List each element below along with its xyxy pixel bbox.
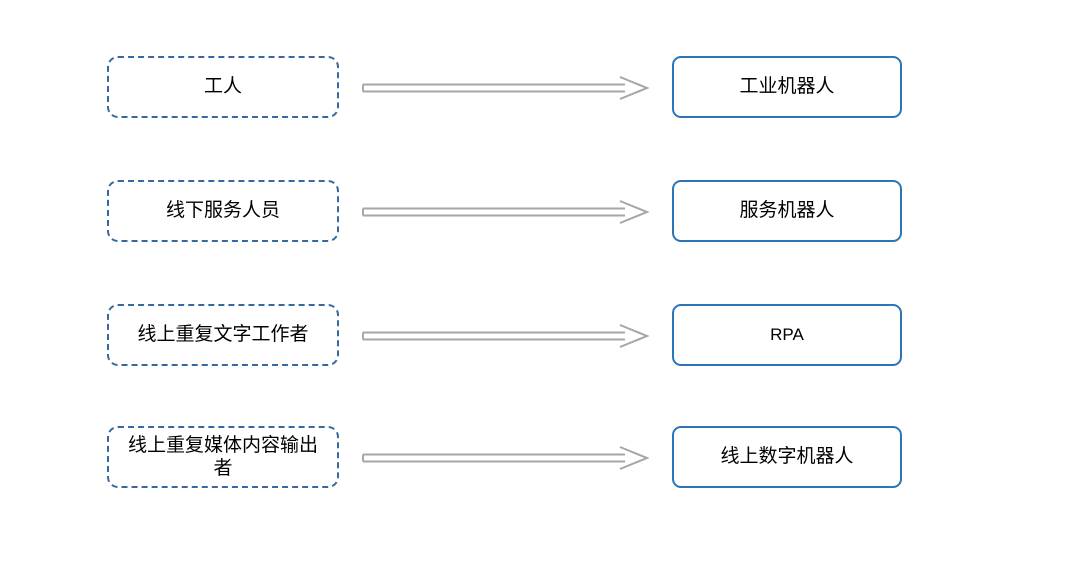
source-box: 线下服务人员	[107, 180, 339, 242]
mapping-row: 线下服务人员 服务机器人	[0, 180, 1068, 244]
source-label: 线上重复媒体内容输出者	[127, 434, 318, 479]
mapping-row: 线上重复媒体内容输出者 线上数字机器人	[0, 426, 1068, 490]
mapping-row: 工人 工业机器人	[0, 56, 1068, 120]
right-arrow-icon	[362, 322, 650, 350]
source-label: 工人	[203, 76, 242, 98]
right-arrow-icon	[362, 444, 650, 472]
target-box: 工业机器人	[672, 56, 902, 118]
target-label: 线上数字机器人	[720, 446, 854, 468]
target-label: 工业机器人	[739, 76, 835, 98]
target-label: 服务机器人	[739, 200, 835, 222]
target-label: RPA	[770, 324, 804, 344]
source-label: 线下服务人员	[165, 200, 280, 222]
target-box: RPA	[672, 304, 902, 366]
source-label: 线上重复文字工作者	[137, 324, 309, 346]
right-arrow-icon	[362, 74, 650, 102]
right-arrow-icon	[362, 198, 650, 226]
mapping-row: 线上重复文字工作者 RPA	[0, 304, 1068, 368]
target-box: 线上数字机器人	[672, 426, 902, 488]
target-box: 服务机器人	[672, 180, 902, 242]
source-box: 工人	[107, 56, 339, 118]
source-box: 线上重复文字工作者	[107, 304, 339, 366]
source-box: 线上重复媒体内容输出者	[107, 426, 339, 488]
